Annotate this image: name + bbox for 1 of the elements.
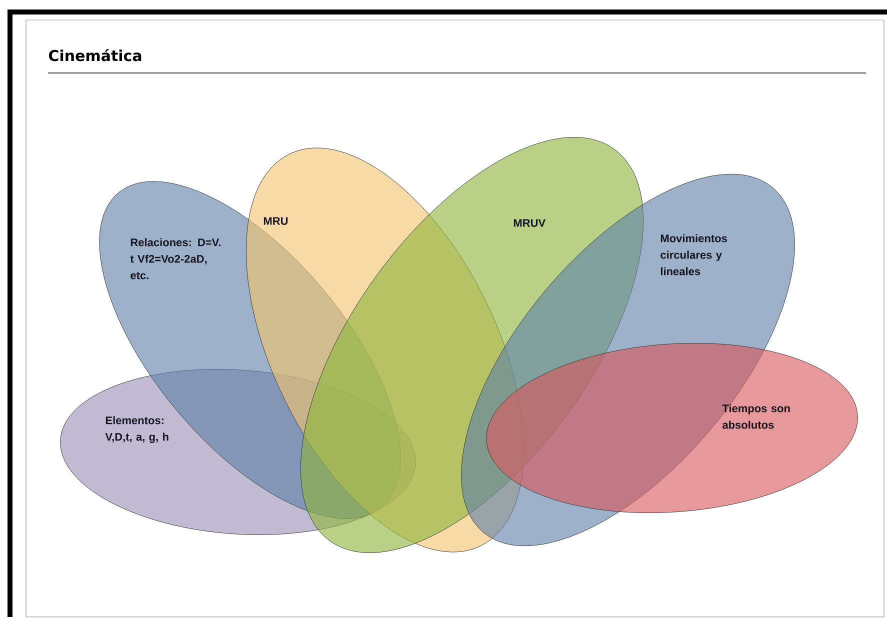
title: Cinemática: [48, 49, 142, 62]
